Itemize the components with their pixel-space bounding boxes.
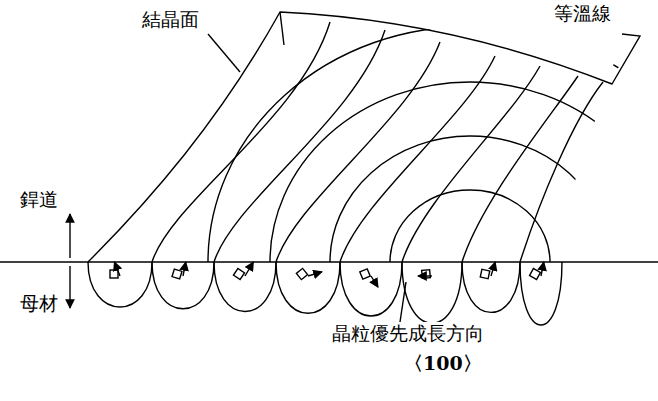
growth-arrow (541, 262, 544, 276)
cube-symbol (360, 269, 370, 279)
direction-label: 晶粒優先成長方向 (330, 322, 486, 345)
growth-arrow (245, 262, 253, 276)
cube-symbol (530, 269, 541, 280)
cube-symbol (296, 268, 307, 279)
isotherms (208, 26, 658, 262)
cube-symbol (480, 269, 489, 278)
growth-arrow (491, 262, 495, 276)
isotherm (330, 136, 610, 262)
crystal-plane (520, 82, 603, 262)
grain (214, 262, 276, 312)
growth-arrow (371, 276, 378, 287)
leader-line (400, 282, 406, 322)
crystal-plane (214, 30, 385, 262)
grain (520, 262, 562, 325)
grain (402, 262, 462, 323)
growth-arrow (308, 272, 322, 276)
isotherm (270, 82, 658, 262)
crystal-plane (276, 42, 440, 262)
crystal-plane (402, 66, 540, 262)
growth-arrow (183, 262, 186, 276)
growth-arrow (114, 262, 120, 276)
fan-outline (88, 12, 640, 262)
growth-arrow (418, 275, 432, 276)
crystal-plane (340, 56, 495, 262)
base-arrow (69, 266, 70, 308)
index-label: 〈100〉 (402, 352, 484, 375)
crystal-plane (152, 22, 330, 262)
plane-label: 結晶面 (140, 8, 201, 31)
crystal-planes (152, 22, 603, 262)
isotherm (390, 190, 550, 262)
cube-symbol (172, 269, 182, 279)
grain (152, 262, 214, 309)
isotherm (208, 26, 658, 262)
fan-edge (280, 12, 284, 45)
crystal-plane (462, 76, 578, 262)
grain (276, 262, 340, 313)
grain (462, 262, 520, 312)
isotherm-label: 等溫線 (552, 2, 613, 25)
bead-label: 銲道 (18, 188, 60, 211)
cube-symbol (422, 270, 431, 279)
base-label: 母材 (18, 292, 60, 315)
bead-arrow (69, 214, 70, 258)
grain (340, 262, 402, 316)
cube-symbol (110, 270, 118, 278)
leader-line (208, 34, 240, 72)
grains (88, 262, 562, 325)
grain (88, 262, 152, 307)
fusion-line (0, 261, 658, 262)
cube-symbol (233, 268, 244, 279)
